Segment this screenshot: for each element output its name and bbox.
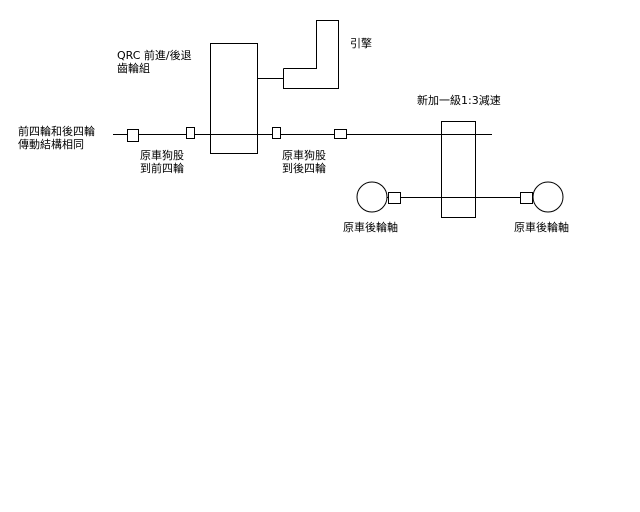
label-rear-axle-left: 原車後輪軸	[343, 221, 398, 234]
coupling-3	[272, 127, 281, 139]
rear-coupling-left	[388, 192, 401, 204]
rear-wheel-left	[356, 181, 388, 213]
label-reduction: 新加一級1:3減速	[417, 94, 501, 107]
coupling-2	[186, 127, 195, 139]
qrc-gearbox	[210, 43, 258, 154]
label-qrc-line2: 齒輪組	[117, 62, 150, 75]
coupling-1	[127, 129, 139, 142]
label-qrc-line1: QRC 前進/後退	[117, 49, 192, 62]
rear-coupling-right	[520, 192, 533, 204]
label-engine: 引擎	[350, 37, 372, 50]
label-same-structure-line2: 傳動結構相同	[18, 138, 84, 151]
engine-shape	[283, 20, 339, 89]
label-rear-axle-right: 原車後輪軸	[514, 221, 569, 234]
label-to-rear-line2: 到後四輪	[282, 162, 326, 175]
label-same-structure: 前四輪和後四輪 傳動結構相同	[18, 125, 95, 151]
label-to-rear-line1: 原車狗股	[282, 149, 326, 162]
coupling-4	[334, 129, 347, 139]
label-to-front-wheels: 原車狗股 到前四輪	[140, 149, 184, 175]
label-same-structure-line1: 前四輪和後四輪	[18, 125, 95, 138]
reduction-gearbox	[441, 121, 476, 218]
label-qrc-gearset: QRC 前進/後退 齒輪組	[117, 49, 192, 75]
label-to-front-line2: 到前四輪	[140, 162, 184, 175]
label-to-rear-wheels: 原車狗股 到後四輪	[282, 149, 326, 175]
label-to-front-line1: 原車狗股	[140, 149, 184, 162]
rear-wheel-right	[532, 181, 564, 213]
